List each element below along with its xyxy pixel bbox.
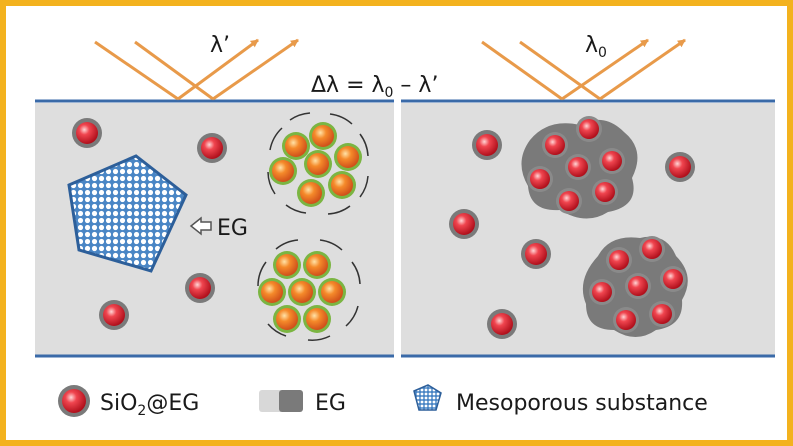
eg-cluster-top [521,116,638,219]
mesoporous-substance [67,154,188,273]
sio2-eg-sphere [197,133,227,163]
sio2-eg-sphere [72,118,102,148]
right-free-spheres [449,130,695,339]
eg-cluster-top-particles [527,116,625,214]
sio2-eg-sphere [521,239,551,269]
sio2-eg-sphere [185,273,215,303]
reflected-ray-2 [212,38,299,101]
label-lambda-zero: λ0 [585,33,607,61]
eg-arrow-icon [189,216,212,236]
incident-ray-4 [519,40,601,101]
eg-cluster-bottom-particles [589,236,686,333]
incident-ray-1 [94,40,179,101]
left-light-rays [94,38,299,101]
legend-mesoporous-label: Mesoporous substance [456,391,708,416]
legend-sio2-eg-icon [58,385,90,417]
legend-eg-swatch [259,390,303,412]
cluster-bottom-particles [258,251,346,333]
eg-cluster-bottom [582,236,688,337]
legend: SiO2@EG EG Mesoporous substance [58,384,708,419]
incident-ray-3 [481,40,563,101]
swelling-dashes [257,239,361,341]
legend-eg-label: EG [315,391,346,416]
sio2-eg-sphere [449,209,479,239]
left-free-spheres [72,118,227,330]
legend-mesoporous-icon [413,384,442,411]
legend-sio2-eg-label: SiO2@EG [100,391,199,419]
sio2-eg-sphere [472,130,502,160]
eg-arrow-label: EG [217,216,248,241]
cluster-top-particles [269,122,362,207]
sio2-eg-sphere [99,300,129,330]
sio2-eg-sphere [665,152,695,182]
incident-ray-2 [134,40,214,101]
equation-delta-lambda: Δλ = λ0 – λ’ [311,73,438,101]
reflected-ray-4 [599,38,686,101]
swelling-dashes [267,112,369,215]
label-lambda-prime: λ’ [210,33,230,58]
reflected-ray-1 [177,38,259,101]
sio2-eg-sphere [487,309,517,339]
particle-cluster-bottom [257,239,361,341]
reflected-ray-3 [561,38,649,101]
right-light-rays [481,38,686,101]
particle-cluster-top [267,112,369,215]
